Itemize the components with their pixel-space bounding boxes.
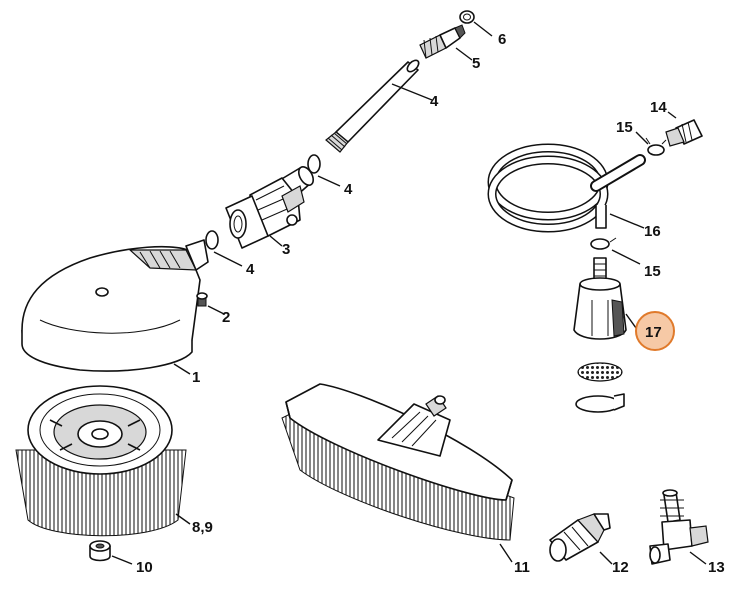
label-part-2: 2 [222,309,230,326]
hose-clamp-part-15-upper [645,137,667,156]
label-part-13: 13 [708,559,725,576]
highlight-callout [635,311,675,351]
label-part-7: 6 [498,31,506,48]
label-part-10: 10 [136,559,153,576]
rotating-brush-part-8-9 [15,385,187,537]
connector-part-6 [419,24,466,59]
o-ring-part-4-lower [205,230,219,250]
wash-brush-part-11 [281,383,515,541]
fitting-part-14 [665,119,703,147]
brush-housing-part-1 [21,239,209,372]
hose-coil-part-16 [487,133,646,233]
label-part-17: 17 [645,324,662,341]
label-part-1: 1 [192,369,200,386]
label-part-16: 16 [644,223,661,240]
label-part-3: 3 [282,241,290,258]
o-ring-part-7 [459,10,475,24]
label-part-4-lower: 4 [246,261,255,278]
nut-part-10 [89,540,111,562]
lance-tube-part-5 [325,59,420,153]
hose-clamp-part-15-lower [590,237,617,250]
swivel-joint-part-3 [225,166,315,249]
label-part-6: 5 [472,55,480,72]
screw-part-2 [196,292,208,307]
label-part-12: 12 [612,559,629,576]
label-part-5: 4 [430,93,439,110]
label-part-15-lower: 15 [644,263,661,280]
label-part-4-upper: 4 [344,181,353,198]
leader-lines [111,21,707,565]
nozzle-part-12 [549,513,611,562]
label-part-8-9: 8,9 [192,519,213,536]
part-labels: 6 5 4 4 3 4 2 1 8,9 10 11 12 13 14 15 16… [136,31,725,576]
label-part-15-upper: 15 [616,119,633,136]
o-ring-part-4-upper [307,154,321,174]
strainer-part-17 [573,257,627,413]
angled-nozzle-part-13 [649,489,709,565]
label-part-14: 14 [650,99,667,116]
label-part-11: 11 [514,559,530,576]
